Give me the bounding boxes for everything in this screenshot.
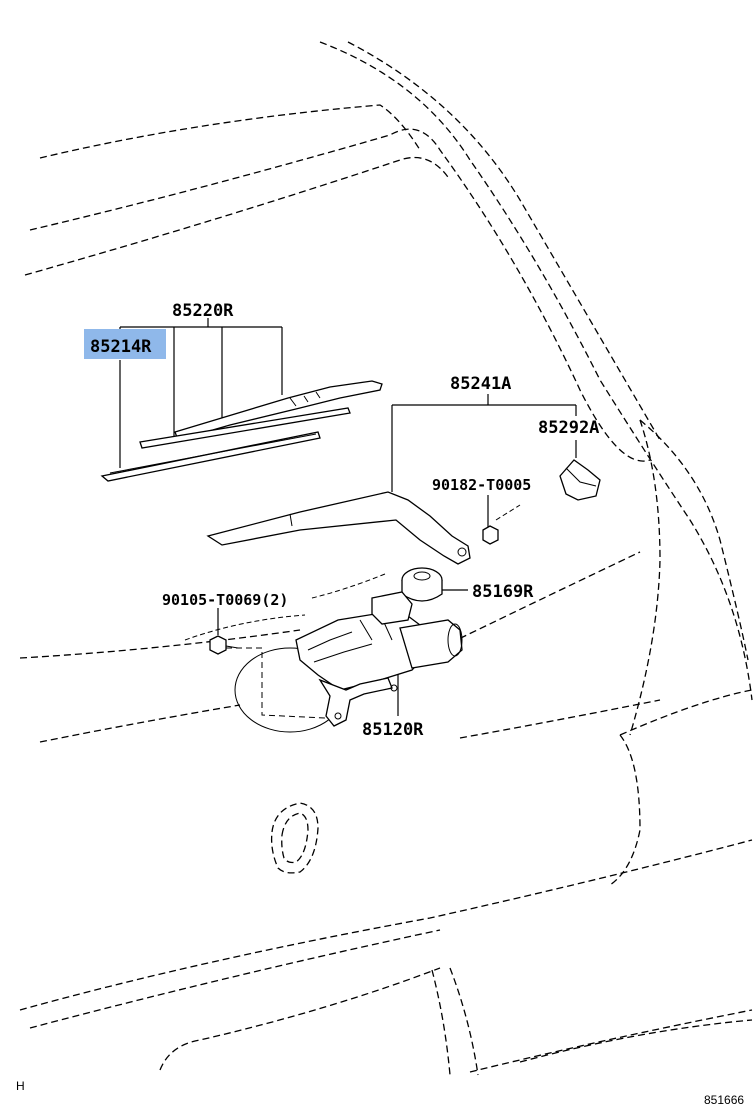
part-label-85214R[interactable]: 85214R (90, 337, 152, 357)
leader-lines (119, 318, 577, 719)
part-label-85292A[interactable]: 85292A (538, 418, 599, 438)
wiper-motor (234, 591, 463, 733)
part-label-85220R[interactable]: 85220R (172, 301, 234, 321)
vehicle-body-outline (19, 41, 753, 1076)
wiper-blade-assembly (100, 380, 383, 482)
selected-part-highlight (84, 329, 166, 359)
nut (482, 525, 499, 545)
bolt (209, 635, 239, 655)
part-label-90182-T0005[interactable]: 90182-T0005 (432, 476, 531, 494)
part-label-90105-T0069[interactable]: 90105-T0069(2) (162, 591, 288, 609)
part-label-85120R[interactable]: 85120R (362, 720, 424, 740)
arm-cap (559, 459, 601, 501)
corner-mark: H (16, 1079, 25, 1093)
part-label-85241A[interactable]: 85241A (450, 374, 511, 394)
figure-id: 851666 (704, 1093, 744, 1107)
pivot-grommet (401, 567, 443, 602)
wiper-arm (206, 491, 471, 565)
part-label-85169R[interactable]: 85169R (472, 582, 534, 602)
